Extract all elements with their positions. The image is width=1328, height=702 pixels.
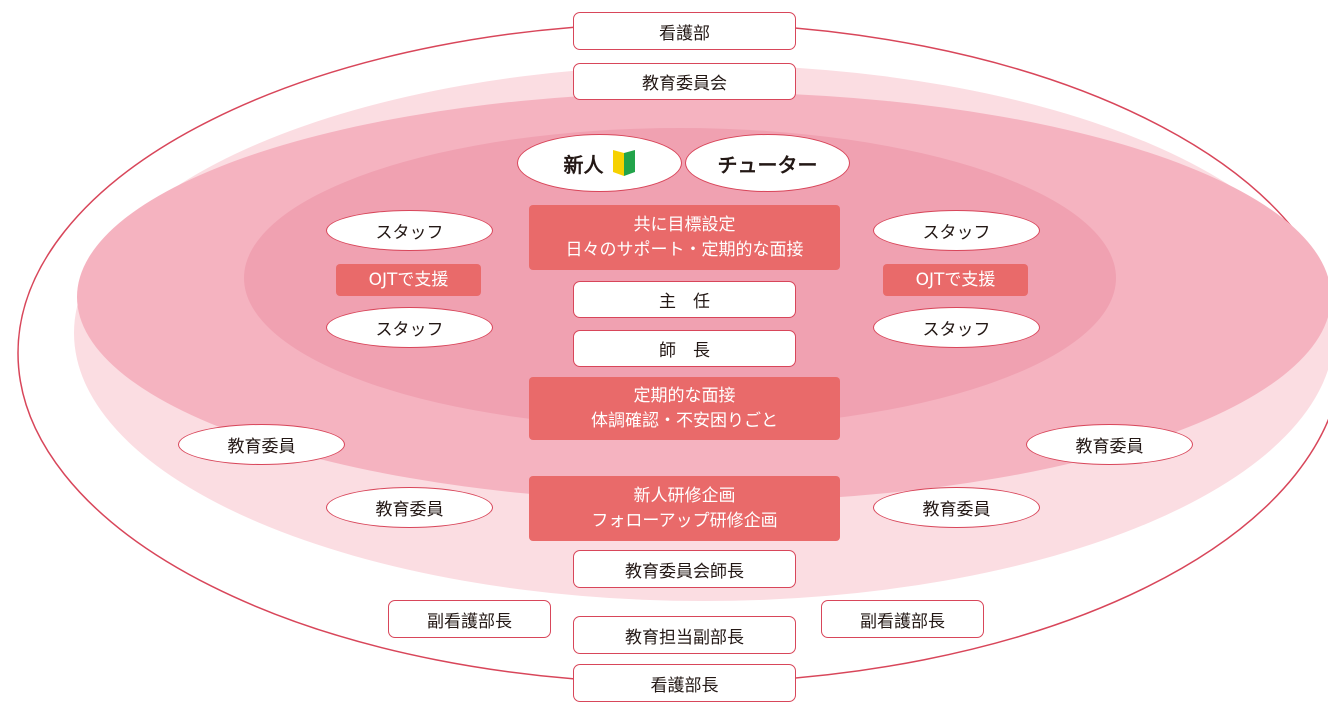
deputy-director-right-box: 副看護部長 — [821, 600, 984, 638]
training-planning-line-2: フォローアップ研修企画 — [591, 510, 778, 531]
staff-left-upper: スタッフ — [326, 210, 493, 251]
tutor-oval: チューター — [685, 134, 850, 192]
committee-member-near-right: 教育委員 — [873, 487, 1040, 528]
shoshinsha-mark-icon — [612, 150, 635, 176]
training-planning-line-1: 新人研修企画 — [633, 485, 736, 506]
education-deputy-director-box: 教育担当副部長 — [573, 616, 796, 654]
committee-member-far-left: 教育委員 — [178, 424, 345, 465]
periodic-interview-line-1: 定期的な面接 — [633, 385, 736, 406]
nursing-department-box: 看護部 — [573, 12, 796, 50]
staff-right-lower: スタッフ — [873, 307, 1040, 348]
education-committee-box: 教育委員会 — [573, 63, 796, 100]
head-nurse-box: 師 長 — [573, 330, 796, 367]
staff-right-upper: スタッフ — [873, 210, 1040, 251]
committee-head-nurse-box: 教育委員会師長 — [573, 550, 796, 588]
newcomer-label: 新人 — [563, 152, 604, 177]
goal-setting-line-2: 日々のサポート・定期的な面接 — [565, 239, 804, 260]
periodic-interview-note: 定期的な面接 体調確認・不安困りごと — [529, 377, 840, 440]
periodic-interview-line-2: 体調確認・不安困りごと — [591, 410, 778, 431]
ojt-support-right: OJTで支援 — [883, 264, 1028, 296]
nursing-director-box: 看護部長 — [573, 664, 796, 702]
goal-setting-line-1: 共に目標設定 — [633, 214, 736, 235]
training-planning-note: 新人研修企画 フォローアップ研修企画 — [529, 476, 840, 541]
staff-left-lower: スタッフ — [326, 307, 493, 348]
chief-nurse-box: 主 任 — [573, 281, 796, 318]
deputy-director-left-box: 副看護部長 — [388, 600, 551, 638]
goal-setting-note: 共に目標設定 日々のサポート・定期的な面接 — [529, 205, 840, 270]
committee-member-near-left: 教育委員 — [326, 487, 493, 528]
newcomer-oval: 新人 — [517, 134, 682, 192]
core-band — [244, 128, 1116, 428]
ojt-support-left: OJTで支援 — [336, 264, 481, 296]
committee-member-far-right: 教育委員 — [1026, 424, 1193, 465]
